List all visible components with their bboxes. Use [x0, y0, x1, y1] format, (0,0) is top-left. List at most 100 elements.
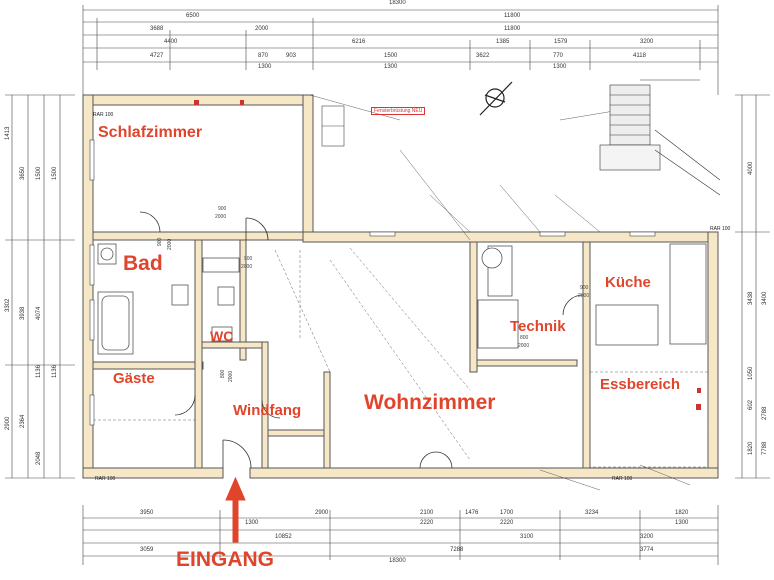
dim-right-2: 3400	[762, 291, 768, 305]
dim-left-11: 1136	[52, 365, 58, 378]
dim-top-row2-a: 6500	[186, 13, 200, 19]
dim-left-1: 3650	[20, 166, 26, 180]
opening-d12: 2000	[518, 343, 530, 349]
rar-marker-3: RAR 100	[612, 476, 633, 482]
dim-bottom-j: 2220	[420, 520, 434, 526]
opening-d10: 2000	[578, 293, 590, 299]
dim-right-3: 1050	[748, 366, 754, 380]
opening-d4: 2000	[167, 238, 173, 250]
dim-bottom-i: 1300	[245, 520, 259, 526]
room-label-technik: Technik	[510, 318, 566, 335]
dim-left-10: 2048	[36, 451, 42, 465]
dim-left-3: 3302	[5, 298, 11, 312]
opening-d7: 800	[220, 369, 226, 378]
window-unit	[89, 105, 656, 426]
dim-right-0: 4000	[748, 161, 754, 175]
dim-bottom-o: 3059	[140, 547, 154, 553]
room-label-wc: WC	[210, 328, 234, 344]
dim-top-row5-g: 4118	[633, 53, 646, 59]
opening-d8: 2000	[228, 370, 234, 382]
kitchen-fixtures	[477, 243, 707, 349]
rar-marker-1: RAR 100	[93, 112, 114, 118]
red-marks	[194, 100, 701, 410]
dim-top-row3-b: 2000	[255, 26, 269, 32]
dim-bottom-q: 3774	[640, 547, 654, 553]
dim-left-9: 1136	[36, 365, 42, 378]
dim-top-row5-c: 903	[286, 53, 297, 59]
dim-top-row4-c: 1385	[496, 39, 510, 45]
dim-top-row4-b: 6216	[352, 39, 366, 45]
dim-top-row2-b: 11800	[504, 13, 521, 19]
room-label-bad: Bad	[123, 252, 163, 275]
dim-right-7: 602	[748, 399, 754, 410]
dim-bottom-n: 3200	[640, 534, 654, 540]
detail-drawing	[599, 79, 721, 196]
dim-top-row5-j: 1300	[553, 64, 567, 70]
dim-bottom-l: 2220	[500, 520, 514, 526]
dim-left-6: 3938	[20, 306, 26, 320]
doors	[139, 211, 584, 469]
dim-top-row5-d: 1500	[384, 53, 398, 59]
opening-d9: 900	[580, 285, 589, 291]
opening-d3: 900	[157, 237, 163, 246]
bottom-dimension-lines	[82, 505, 719, 565]
room-label-kueche: Küche	[605, 274, 651, 291]
right-dimension-lines	[735, 94, 770, 479]
dim-top-row5-f: 770	[553, 53, 564, 59]
dim-bottom-m: 3100	[520, 534, 534, 540]
dim-top-row3-a: 3688	[150, 26, 164, 32]
dim-top-row5-b: 870	[258, 53, 269, 59]
dim-top-total: 18300	[389, 0, 406, 6]
north-arrow-icon	[479, 81, 513, 116]
dim-bottom-f: 3234	[585, 510, 599, 516]
left-dimension-lines	[5, 94, 75, 479]
dim-top-row5-a: 4727	[150, 53, 164, 59]
room-label-gaeste: Gäste	[113, 370, 155, 387]
bath-fixtures	[97, 243, 240, 355]
room-label-essbereich: Essbereich	[600, 376, 681, 393]
dim-right-5: 2788	[762, 406, 768, 420]
dim-left-0: 1413	[5, 126, 11, 140]
dim-left-5: 1500	[52, 166, 58, 180]
dim-left-2: 1500	[36, 166, 42, 180]
rar-marker-2: RAR 100	[95, 476, 116, 482]
dim-top-row3-c: 11800	[504, 26, 521, 32]
opening-d5: 900	[244, 256, 253, 262]
dim-top-row5-i: 1300	[384, 64, 398, 70]
dim-bottom-p: 7288	[450, 547, 464, 553]
room-label-windfang: Windfang	[233, 402, 302, 419]
dim-bottom-a: 3950	[140, 510, 154, 516]
dim-top-row4-a: 4400	[164, 39, 178, 45]
dashed-lines	[93, 247, 709, 468]
dim-right-4: 1820	[748, 441, 754, 455]
dim-bottom-c: 2100	[420, 510, 434, 516]
opening-d1: 900	[218, 206, 227, 212]
dim-right-6: 7788	[762, 441, 768, 455]
dim-left-8: 2364	[20, 414, 26, 428]
room-label-schlafzimmer: Schlafzimmer	[98, 124, 203, 141]
dim-bottom-d: 1476	[465, 510, 479, 516]
dim-left-7: 4074	[36, 306, 42, 320]
dim-bottom-b: 2900	[315, 510, 329, 516]
dim-bottom-e: 1700	[500, 510, 514, 516]
dim-bottom-total: 18300	[389, 558, 406, 564]
dim-bottom-g: 1820	[675, 510, 689, 516]
dim-top-row4-d: 1579	[554, 39, 568, 45]
dim-bottom-h: 1300	[675, 520, 689, 526]
dim-right-1: 3438	[748, 291, 754, 305]
dim-top-row5-e: 3622	[476, 53, 490, 59]
dim-left-4: 2900	[5, 416, 11, 430]
note-box: Fensterbrüstung NEU	[371, 107, 426, 115]
entrance-label: EINGANG	[176, 548, 275, 571]
dim-top-row4-e: 3200	[640, 39, 654, 45]
rar-marker-4: RAR 100	[710, 226, 731, 232]
entrance-arrow-icon	[225, 476, 246, 543]
opening-d6: 2000	[241, 264, 253, 270]
dim-bottom-k: 10852	[275, 534, 292, 540]
opening-d11: 800	[520, 335, 529, 341]
dim-top-row5-h: 1300	[258, 64, 272, 70]
opening-d2: 2000	[215, 214, 227, 220]
room-label-wohnzimmer: Wohnzimmer	[364, 391, 496, 414]
top-dimension-lines	[82, 5, 719, 95]
